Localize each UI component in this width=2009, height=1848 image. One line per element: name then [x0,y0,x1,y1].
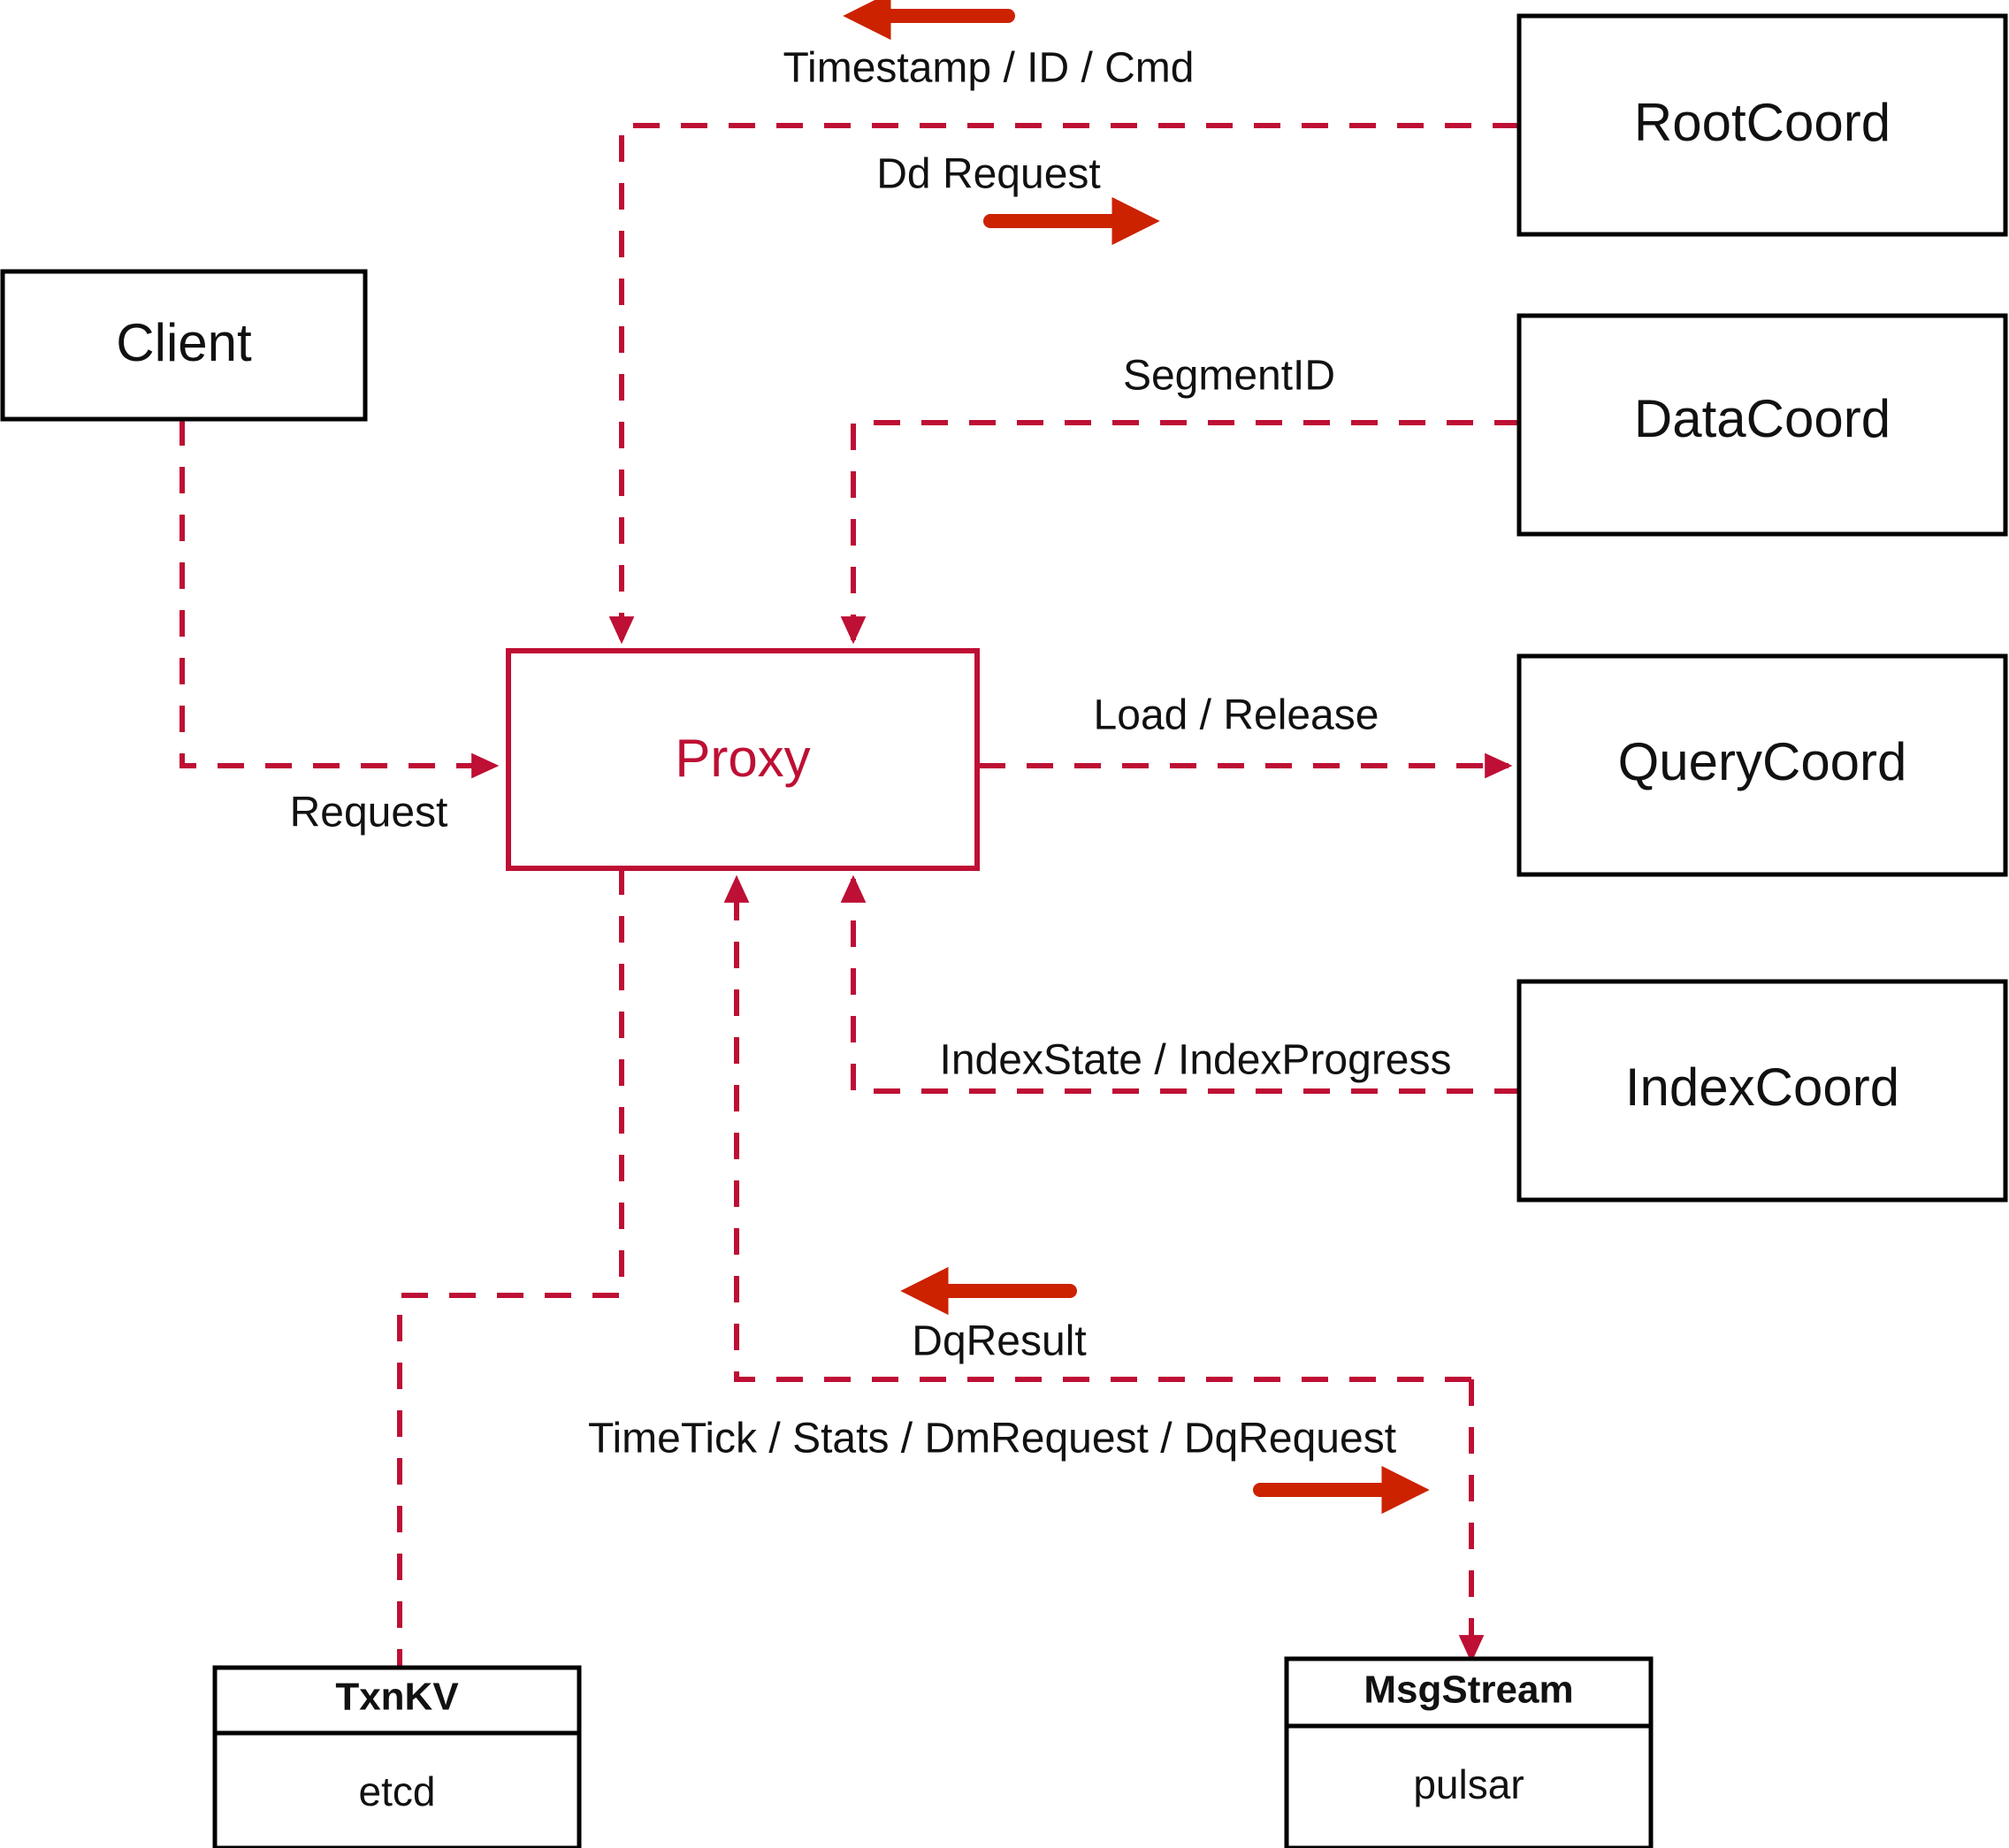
edge-label-load-release: Load / Release [1094,692,1379,739]
node-proxy-label: Proxy [675,729,810,788]
node-msgstream[interactable]: MsgStream pulsar [1284,1656,1654,1848]
node-datacoord[interactable]: DataCoord [1516,313,2008,537]
node-txnkv-label: TxnKV [335,1676,459,1719]
edge-client-proxy-line [180,419,500,779]
node-rootcoord-box[interactable] [1516,13,2008,237]
node-rootcoord-label: RootCoord [1634,93,1891,152]
node-proxy-box[interactable] [506,648,980,871]
node-msgstream-label: MsgStream [1364,1669,1573,1712]
node-querycoord-box[interactable] [1516,653,2008,877]
edge-label-indexstate-indexprogress: IndexState / IndexProgress [940,1037,1452,1084]
edge-proxy-txnkv-line [397,868,624,1668]
edge-label-request: Request [290,790,448,836]
node-querycoord[interactable]: QueryCoord [1516,653,2008,877]
edge-label-dqresult: DqResult [912,1318,1086,1365]
node-msgstream-impl-label: pulsar [1413,1761,1524,1807]
edge-msgstream-proxy-line [723,874,1471,1382]
edge-label-dd-request: Dd Request [876,151,1100,198]
node-client-box[interactable] [0,269,368,422]
node-indexcoord-box[interactable] [1516,979,2008,1203]
node-datacoord-box[interactable] [1516,313,2008,537]
node-txnkv[interactable]: TxnKV etcd [212,1665,582,1848]
edge-label-segmentid: SegmentID [1123,353,1335,400]
edge-rootcoord-proxy-line [608,123,1519,645]
node-txnkv-impl-label: etcd [359,1768,436,1814]
edge-label-timetick-stats-dmrequest-dqrequest: TimeTick / Stats / DmRequest / DqRequest [588,1416,1396,1462]
node-indexcoord[interactable]: IndexCoord [1516,979,2008,1203]
node-client[interactable]: Client [0,269,368,422]
node-indexcoord-label: IndexCoord [1625,1058,1899,1117]
edge-label-timestamp-id-cmd: Timestamp / ID / Cmd [783,45,1195,92]
node-datacoord-label: DataCoord [1634,389,1891,448]
node-client-label: Client [116,313,252,372]
node-rootcoord[interactable]: RootCoord [1516,13,2008,237]
edge-datacoord-proxy-line [840,420,1521,645]
node-querycoord-label: QueryCoord [1618,732,1907,791]
node-msgstream-box[interactable] [1284,1656,1654,1848]
node-proxy[interactable]: Proxy [506,648,980,871]
node-txnkv-box[interactable] [212,1665,582,1848]
